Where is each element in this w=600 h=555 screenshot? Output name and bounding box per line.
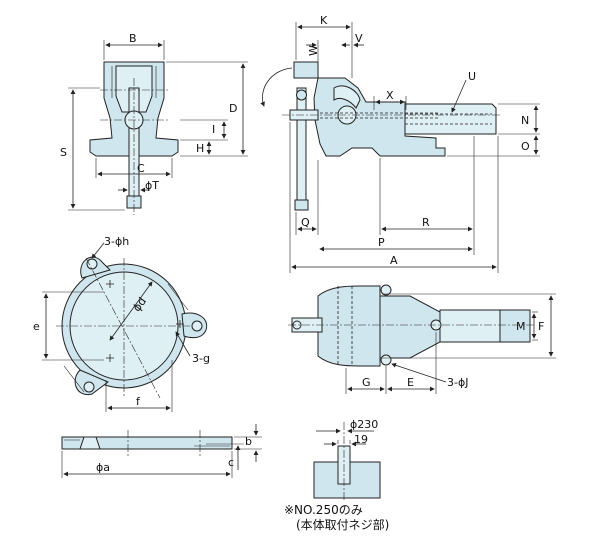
label-H: H: [196, 142, 204, 155]
detail-note-line2: (本体取付ネジ部): [296, 517, 389, 532]
label-f: f: [136, 395, 141, 408]
detail-note-line1: ※NO.250のみ: [284, 503, 363, 517]
label-B: B: [129, 32, 137, 45]
label-K: K: [320, 14, 328, 27]
label-d230: ϕ230: [350, 418, 378, 431]
label-F: F: [538, 320, 544, 333]
label-S: S: [60, 146, 67, 159]
label-c: c: [228, 456, 234, 469]
label-I: I: [212, 123, 215, 136]
label-A: A: [390, 254, 398, 267]
label-Q: Q: [301, 216, 310, 229]
label-P: P: [378, 236, 385, 249]
label-g: 3-g: [192, 352, 210, 365]
label-V: V: [355, 32, 363, 45]
base-plan-view: 3-ϕh ϕd e 3-g f: [33, 235, 210, 412]
label-U: U: [468, 70, 476, 83]
label-R: R: [422, 216, 430, 229]
label-b: b: [245, 435, 252, 448]
front-view: B D S I H C ϕT: [60, 32, 248, 215]
label-O: O: [521, 140, 530, 153]
label-D: D: [229, 102, 237, 115]
label-e: e: [33, 320, 40, 333]
label-M: M: [516, 320, 526, 333]
top-view: M F G E 3-ϕJ: [288, 284, 556, 394]
label-X: X: [386, 89, 394, 102]
label-E: E: [407, 376, 414, 389]
label-h: 3-ϕh: [104, 235, 129, 248]
label-J: 3-ϕJ: [447, 376, 468, 389]
label-C: C: [137, 162, 145, 175]
base-section-view: b c ϕa: [61, 424, 262, 478]
label-N: N: [521, 114, 529, 127]
thread-detail-view: ϕ230 19 ※NO.250のみ (本体取付ネジ部): [284, 418, 389, 532]
label-19: 19: [354, 433, 368, 446]
label-a: ϕa: [96, 461, 110, 474]
label-G: G: [362, 376, 371, 389]
side-view: K W V U X N O Q R P: [260, 14, 540, 273]
label-W: W: [307, 45, 320, 56]
label-T: ϕT: [145, 179, 159, 192]
